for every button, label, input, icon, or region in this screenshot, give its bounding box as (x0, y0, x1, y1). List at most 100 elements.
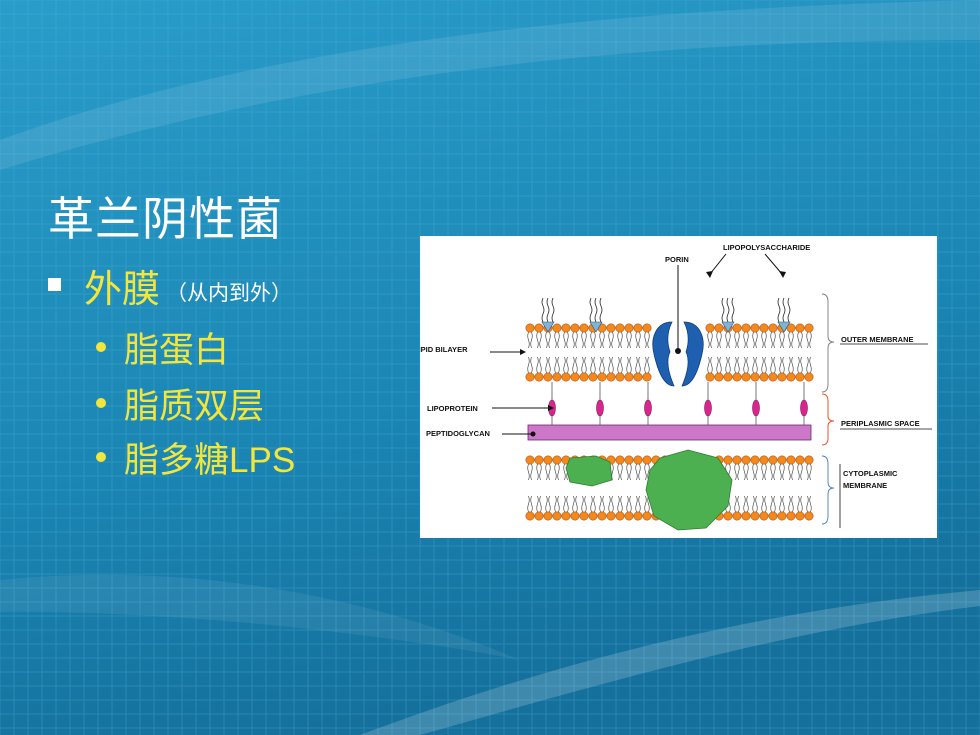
diagram-canvas: LIPOPOLYSACCHARIDE PORIN LIPID BILAYER L… (420, 243, 932, 531)
lipid-tail (746, 356, 749, 374)
lipid-tail (566, 331, 569, 349)
lipid-tail (629, 356, 632, 374)
dot-bullet-icon (96, 342, 106, 352)
peptidoglycan-layer (527, 424, 812, 441)
lipid-tail (779, 495, 782, 513)
lipid-tail (734, 495, 737, 513)
lipid-head (588, 511, 598, 521)
lipid-tail (716, 356, 719, 374)
lipid-tail (539, 463, 542, 481)
lipid-tail (644, 356, 647, 374)
lipid-head (642, 323, 652, 333)
membrane-protein-small (565, 455, 613, 487)
lipid-bilayer-arrowhead (520, 349, 526, 355)
lipid-tail (806, 463, 809, 481)
lipid-head (606, 372, 616, 382)
lipid-tail (752, 463, 755, 481)
lipid-tail (530, 495, 533, 513)
lipid-tail (710, 356, 713, 374)
lipid-tail (782, 495, 785, 513)
lipid-tail (575, 495, 578, 513)
lipid-head (786, 511, 796, 521)
lipoprotein-body (752, 399, 760, 417)
membrane-protein-large (645, 449, 733, 531)
lipid-tail (617, 495, 620, 513)
lipid-head (588, 372, 598, 382)
lipid-head (606, 511, 616, 521)
lipid-tail (611, 356, 614, 374)
lipid-tail (761, 331, 764, 349)
lipid-tail (548, 331, 551, 349)
lipid-tail (644, 331, 647, 349)
lipid-tail (572, 495, 575, 513)
lps-arrowhead-1 (706, 271, 713, 278)
lipid-tail (593, 356, 596, 374)
lipid-tail (791, 495, 794, 513)
label-porin: PORIN (665, 255, 689, 264)
lipid-tail (539, 356, 542, 374)
lipid-tail (809, 463, 812, 481)
lipoprotein (800, 382, 808, 425)
diagram-lines (490, 253, 932, 528)
lipid-tail (557, 331, 560, 349)
lipid-head (723, 372, 733, 382)
label-lipid-bilayer: LIPID BILAYER (420, 345, 468, 354)
lipid-tail (611, 495, 614, 513)
lipid-tail (770, 495, 773, 513)
lipid-tail (629, 331, 632, 349)
lipid-tail (797, 356, 800, 374)
lipid-tail (797, 495, 800, 513)
lipid-tail (743, 463, 746, 481)
lipid-head (552, 455, 562, 465)
lipid-head (543, 455, 553, 465)
lps-chain (777, 297, 781, 323)
lipid-tail (566, 495, 569, 513)
lipid-tail (548, 495, 551, 513)
lipid-tail (791, 331, 794, 349)
label-lipoprotein: LIPOPROTEIN (427, 404, 478, 413)
lipid-head (804, 372, 814, 382)
lipid-tail (584, 495, 587, 513)
lipid-tail (545, 463, 548, 481)
lipid-tail (779, 331, 782, 349)
lipid-tail (593, 331, 596, 349)
lipid-tail (728, 331, 731, 349)
lipid-head (777, 455, 787, 465)
lipid-head (534, 455, 544, 465)
lipid-head (705, 372, 715, 382)
lipid-tail (530, 331, 533, 349)
lipid-tail (791, 463, 794, 481)
sub-item-text-latin: LPS (229, 441, 296, 480)
lipid-head (768, 372, 778, 382)
lipid-head (624, 323, 634, 333)
lipid-head (570, 372, 580, 382)
lipid-head (723, 511, 733, 521)
lipid-tail (791, 356, 794, 374)
lipid-head (615, 323, 625, 333)
lipid-tail (554, 356, 557, 374)
lipid-tail (746, 463, 749, 481)
lipid-tail (635, 331, 638, 349)
lipid-tail (545, 356, 548, 374)
lipid-tail (602, 356, 605, 374)
lipid-tail (725, 331, 728, 349)
diagram-shapes (525, 293, 835, 531)
bg-swoosh-top (0, 0, 980, 170)
lipid-tail (590, 331, 593, 349)
lipid-tail (554, 495, 557, 513)
sub-item-text-cn: 脂多糖 (124, 441, 230, 481)
lipid-tail (563, 331, 566, 349)
lipid-tail (770, 331, 773, 349)
lipid-tail (599, 331, 602, 349)
lipid-head (615, 511, 625, 521)
lipid-tail (611, 331, 614, 349)
lipid-tail (638, 356, 641, 374)
lipid-tail (608, 356, 611, 374)
lipid-tail (773, 463, 776, 481)
diagram-labels: LIPOPOLYSACCHARIDE PORIN LIPID BILAYER L… (420, 243, 920, 490)
lipid-tail (548, 463, 551, 481)
lipoprotein-body (644, 399, 652, 417)
lipid-tail (638, 463, 641, 481)
lipid-tail (773, 495, 776, 513)
lipid-head (642, 372, 652, 382)
